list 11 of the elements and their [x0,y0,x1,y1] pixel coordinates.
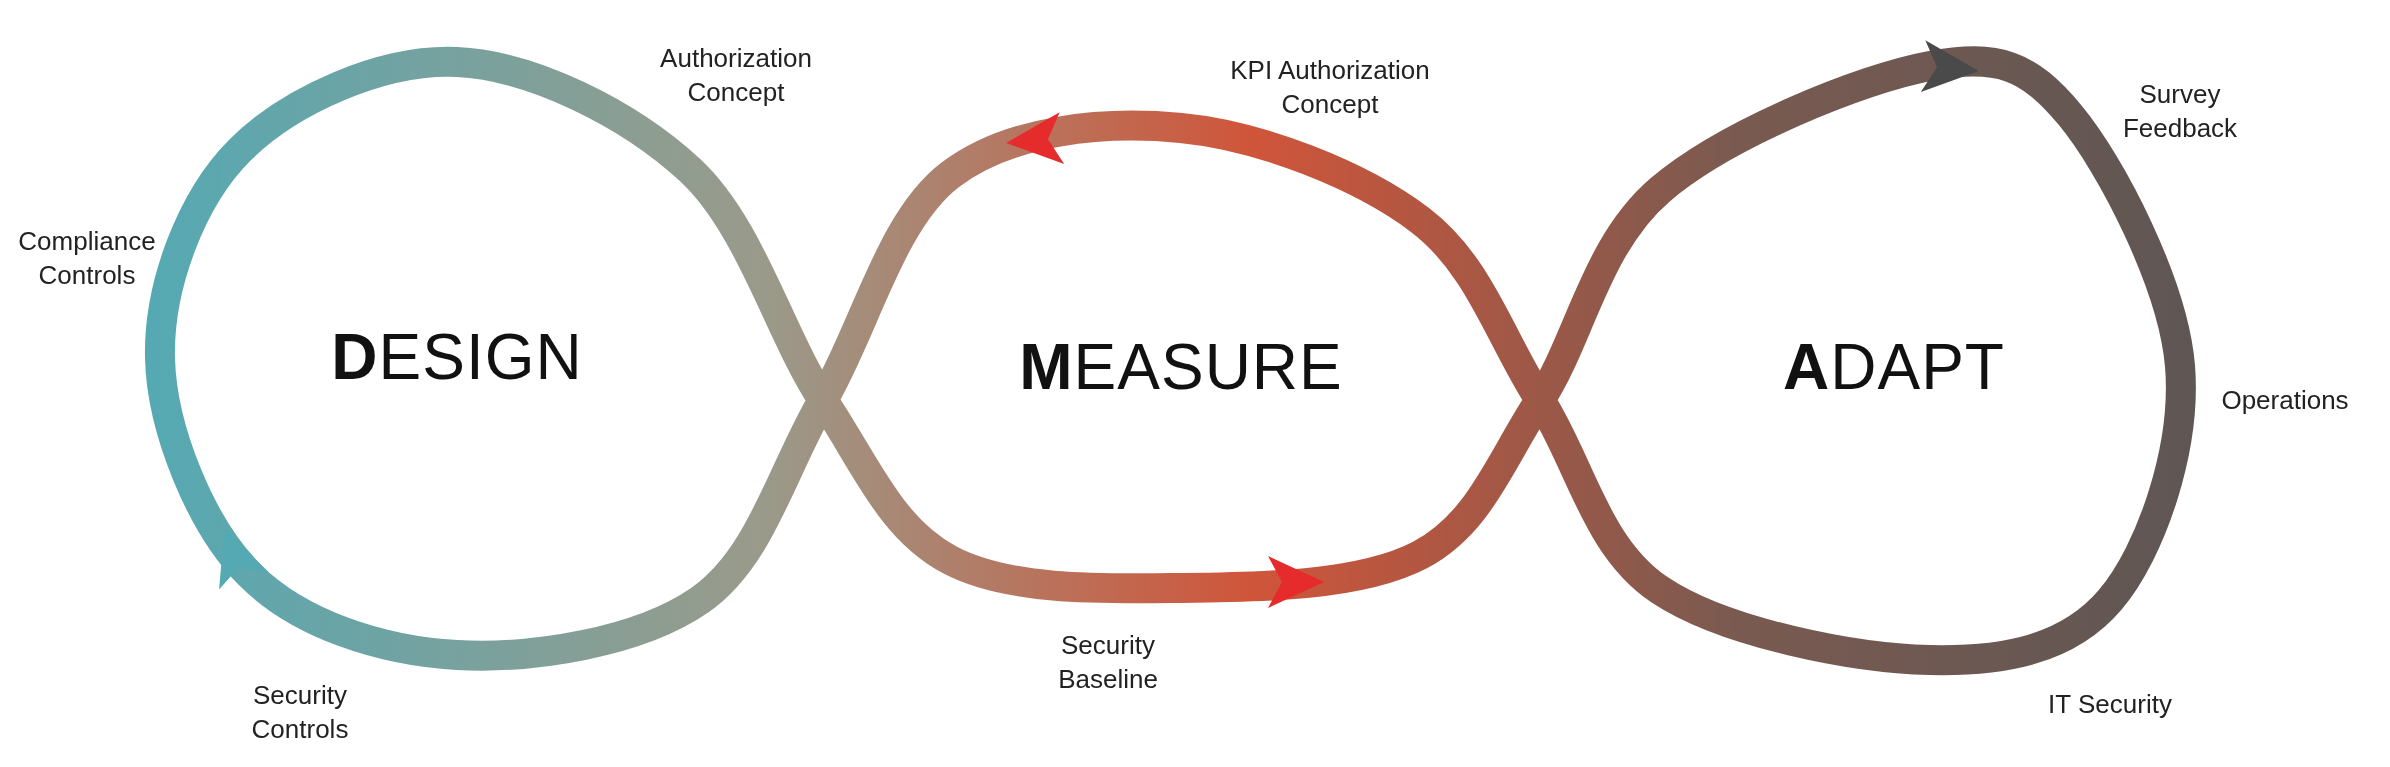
phase-title: MEASURE [1019,330,1343,406]
step-label: Security Baseline [1057,629,1159,696]
step-label: Survey Feedback [2121,78,2239,145]
step-label: Operations [2220,384,2350,418]
step-label: Security Controls [250,679,350,746]
step-label: Compliance Controls [17,225,157,292]
step-label: IT Security [2047,688,2173,722]
step-label: Authorization Concept [659,42,813,109]
phase-title: ADAPT [1783,330,2005,406]
phase-title: DESIGN [331,320,583,396]
step-label: KPI Authorization Concept [1229,54,1431,121]
